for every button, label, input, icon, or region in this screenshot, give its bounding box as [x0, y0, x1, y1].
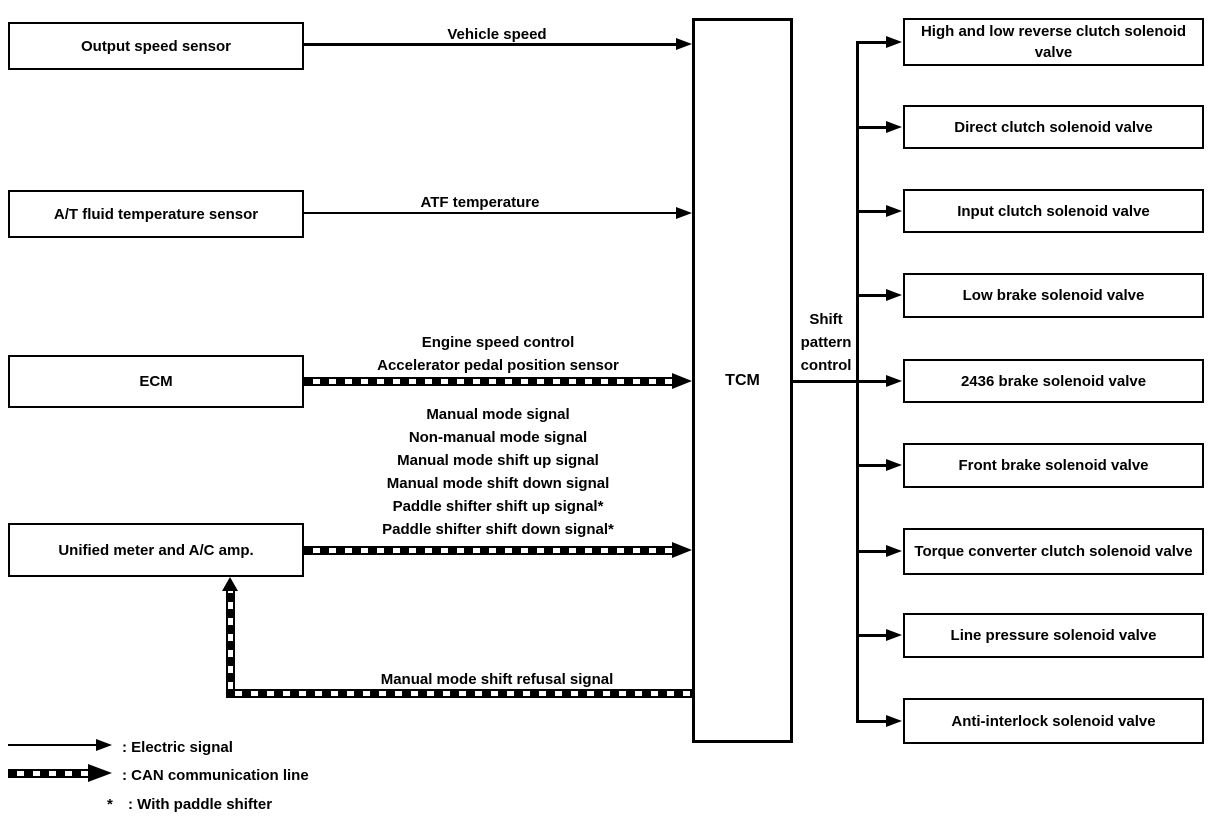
output-box-label: Direct clutch solenoid valve — [954, 118, 1153, 136]
meter-can-label-2: Non-manual mode signal — [408, 429, 588, 446]
branch-line-2 — [857, 126, 886, 129]
output-box-label: High and low reverse clutch solenoid val… — [920, 23, 1187, 61]
branch-line-1 — [857, 41, 886, 44]
branch-line-6 — [857, 464, 886, 467]
vehicle-speed-line — [304, 43, 678, 46]
branch-arrowhead-7-icon — [886, 545, 902, 557]
legend-electric-label: : Electric signal — [122, 739, 233, 756]
meter-can-label-1: Manual mode signal — [426, 406, 570, 423]
shift-pattern-arrowhead-icon — [886, 375, 902, 387]
legend-asterisk-symbol: * — [107, 796, 113, 813]
output-trunk-line — [856, 41, 859, 723]
tcm-label: TCM — [725, 372, 760, 389]
branch-arrowhead-1-icon — [886, 36, 902, 48]
output-box-2436-brake: 2436 brake solenoid valve — [903, 359, 1204, 403]
vehicle-speed-label: Vehicle speed — [447, 26, 547, 43]
tcm-box: TCM — [692, 18, 793, 743]
output-box-label: Anti-interlock solenoid valve — [951, 712, 1156, 730]
atf-temperature-arrowhead-icon — [676, 207, 692, 219]
output-box-label: Torque converter clutch solenoid valve — [914, 543, 1193, 560]
legend-electric-line — [8, 744, 96, 746]
output-box-label: 2436 brake solenoid valve — [960, 372, 1147, 390]
refusal-arrowhead-up-icon — [222, 577, 238, 591]
legend-electric-arrowhead-icon — [96, 739, 112, 751]
meter-can-label-4: Manual mode shift down signal — [386, 475, 610, 492]
output-box-label: Input clutch solenoid valve — [957, 202, 1150, 220]
legend-can-arrowhead-icon — [88, 764, 112, 782]
output-box-label: Line pressure solenoid valve — [950, 627, 1157, 644]
branch-arrowhead-2-icon — [886, 121, 902, 133]
vehicle-speed-arrowhead-icon — [676, 38, 692, 50]
output-box-line-pressure: Line pressure solenoid valve — [903, 613, 1204, 658]
ecm-can-arrowhead-icon — [672, 373, 692, 389]
meter-can-label-6: Paddle shifter shift down signal* — [382, 521, 614, 538]
meter-can-arrowhead-icon — [672, 542, 692, 558]
ecm-can-label-1: Engine speed control — [421, 334, 575, 351]
branch-arrowhead-4-icon — [886, 289, 902, 301]
output-box-anti-interlock: Anti-interlock solenoid valve — [903, 698, 1204, 744]
refusal-label: Manual mode shift refusal signal — [380, 671, 614, 688]
input-box-unified-meter-ac-amp: Unified meter and A/C amp. — [8, 523, 304, 577]
input-box-label: Output speed sensor — [80, 37, 232, 55]
branch-line-4 — [857, 294, 886, 297]
atf-temperature-label: ATF temperature — [420, 194, 540, 211]
ecm-can-line — [304, 377, 676, 386]
input-box-label: ECM — [139, 373, 173, 390]
input-box-output-speed-sensor: Output speed sensor — [8, 22, 304, 70]
shift-pattern-control-label: Shift pattern control — [800, 311, 852, 374]
branch-arrowhead-3-icon — [886, 205, 902, 217]
output-box-direct-clutch: Direct clutch solenoid valve — [903, 105, 1204, 149]
output-box-input-clutch: Input clutch solenoid valve — [903, 189, 1204, 233]
output-box-low-brake: Low brake solenoid valve — [903, 273, 1204, 318]
output-box-front-brake: Front brake solenoid valve — [903, 443, 1204, 488]
meter-can-label-3: Manual mode shift up signal — [397, 452, 599, 469]
input-box-ecm: ECM — [8, 355, 304, 408]
ecm-can-labels: Engine speed control Accelerator pedal p… — [323, 331, 673, 377]
ecm-can-label-2: Accelerator pedal position sensor — [377, 357, 619, 374]
branch-line-9 — [857, 720, 886, 723]
meter-can-line — [304, 546, 676, 555]
meter-can-labels: Manual mode signal Non-manual mode signa… — [323, 403, 673, 541]
branch-line-8 — [857, 634, 886, 637]
input-box-label: Unified meter and A/C amp. — [58, 541, 254, 559]
output-box-high-low-reverse-clutch: High and low reverse clutch solenoid val… — [903, 18, 1204, 66]
branch-line-7 — [857, 550, 886, 553]
meter-can-label-5: Paddle shifter shift up signal* — [392, 498, 604, 515]
branch-arrowhead-9-icon — [886, 715, 902, 727]
input-box-label: A/T fluid temperature sensor — [53, 205, 259, 223]
legend-asterisk-label: : With paddle shifter — [128, 796, 273, 813]
input-box-at-fluid-temperature-sensor: A/T fluid temperature sensor — [8, 190, 304, 238]
refusal-can-line-horizontal — [226, 689, 692, 698]
legend-can-line — [8, 769, 88, 778]
shift-pattern-main-line — [793, 380, 886, 383]
branch-arrowhead-6-icon — [886, 459, 902, 471]
atf-temperature-line — [304, 212, 678, 214]
refusal-can-line-vertical — [226, 589, 235, 698]
output-box-label: Low brake solenoid valve — [962, 287, 1145, 304]
legend-can-label: : CAN communication line — [122, 767, 309, 784]
branch-line-3 — [857, 210, 886, 213]
output-box-torque-converter-clutch: Torque converter clutch solenoid valve — [903, 528, 1204, 575]
output-box-label: Front brake solenoid valve — [958, 457, 1149, 474]
branch-arrowhead-8-icon — [886, 629, 902, 641]
